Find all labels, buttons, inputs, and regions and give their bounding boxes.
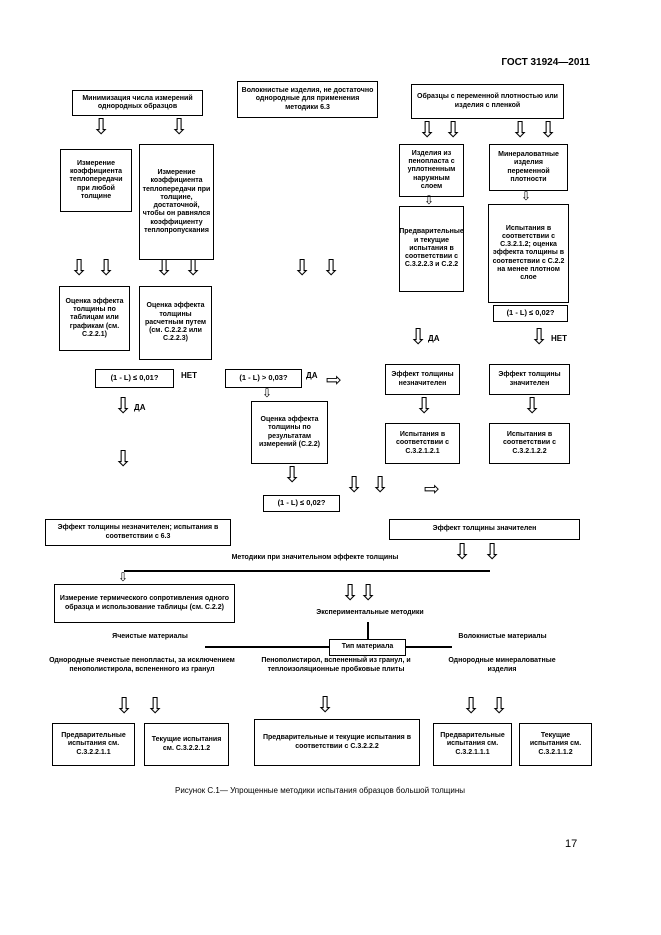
label-polystyrene-description: Пенополистирол, вспененный из гранул, и …: [261, 657, 411, 673]
node-eval-calc: Оценка эффекта толщины расчетным путем (…: [139, 286, 212, 360]
node-tests-32121: Испытания в соответствии с С.3.2.1.2.1: [385, 423, 460, 464]
node-eval-tables: Оценка эффекта толщины по таблицам или г…: [59, 286, 130, 351]
arrow-down-icon: [262, 387, 272, 399]
branch-label-yes: ДА: [428, 334, 440, 343]
node-pre-current-tests-32223: Предварительные и текущие испытания в со…: [399, 206, 464, 292]
arrow-down-icon: [341, 583, 359, 605]
connector-line: [124, 570, 490, 572]
arrow-down-icon: [114, 449, 132, 471]
arrow-down-icon: [418, 120, 436, 142]
branch-label-no: НЕТ: [551, 334, 567, 343]
arrow-down-icon: [114, 396, 132, 418]
arrow-down-icon: [453, 542, 471, 564]
node-fibrous-products: Волокнистые изделия, не достаточно однор…: [237, 81, 378, 118]
branch-label-yes: ДА: [306, 371, 318, 380]
label-experimental-methods: Экспериментальные методики: [316, 609, 424, 616]
arrow-down-icon: [118, 571, 128, 583]
connector-line: [406, 646, 452, 648]
node-effect-significant: Эффект толщины значителен: [489, 364, 570, 395]
arrow-down-icon: [322, 258, 340, 280]
arrow-down-icon: [483, 542, 501, 564]
branch-label-yes: ДА: [134, 403, 146, 412]
arrow-down-icon: [359, 583, 377, 605]
node-condition-001: (1 - L) ≤ 0,01?: [95, 369, 174, 388]
arrow-down-icon: [371, 475, 389, 497]
node-precurrent-tests-3222: Предварительные и текущие испытания в со…: [254, 719, 420, 766]
page-number: 17: [565, 838, 578, 850]
node-pre-tests-32111: Предварительные испытания см. С.3.2.1.1.…: [433, 723, 512, 766]
arrow-down-icon: [444, 120, 462, 142]
label-methods-significant: Методики при значительном эффекте толщин…: [231, 554, 399, 561]
label-cellular-materials: Ячеистые материалы: [112, 633, 188, 640]
node-measure-thermal-resistance: Измерение термического сопротивления одн…: [54, 584, 235, 623]
arrow-down-icon: [97, 258, 115, 280]
arrow-down-icon: [283, 465, 301, 487]
node-measure-sufficient-thickness: Измерение коэффициента теплопередачи при…: [139, 144, 214, 260]
arrow-down-icon: [539, 120, 557, 142]
label-fibrous-materials: Волокнистые материалы: [458, 633, 547, 640]
standard-reference: ГОСТ 31924—2011: [501, 57, 590, 68]
connector-line: [205, 646, 329, 648]
arrow-down-icon: [115, 696, 133, 718]
node-tests-3212: Испытания в соответствии с С.3.2.1.2; оц…: [488, 204, 569, 303]
node-condition-002-mid: (1 - L) ≤ 0,02?: [263, 495, 340, 512]
arrow-down-icon: [155, 258, 173, 280]
node-material-type: Тип материала: [329, 639, 406, 656]
arrow-down-icon: [293, 258, 311, 280]
arrow-down-icon: [92, 117, 110, 139]
arrow-right-icon: [326, 371, 342, 390]
label-mineral-description: Однородные минераловатные изделия: [448, 657, 556, 673]
arrow-down-icon: [316, 695, 334, 717]
node-insignificant-63: Эффект толщины незначителен; испытания в…: [45, 519, 231, 546]
arrow-down-icon: [184, 258, 202, 280]
node-mineral-wool-variable: Минераловатные изделия переменной плотно…: [489, 144, 568, 191]
arrow-down-icon: [490, 696, 508, 718]
node-pre-tests-32211: Предварительные испытания см. С.3.2.2.1.…: [52, 723, 135, 766]
arrow-down-icon: [462, 696, 480, 718]
arrow-down-icon: [521, 190, 531, 202]
connector-line: [367, 622, 369, 639]
arrow-down-icon: [415, 396, 433, 418]
node-foam-dense-layer: Изделия из пенопласта с уплотненным нару…: [399, 144, 464, 197]
arrow-down-icon: [530, 327, 548, 349]
arrow-down-icon: [409, 327, 427, 349]
node-tests-32122: Испытания в соответствии с С.3.2.1.2.2: [489, 423, 570, 464]
arrow-down-icon: [345, 475, 363, 497]
node-eval-measurements: Оценка эффекта толщины по результатам из…: [251, 401, 328, 464]
node-variable-density-samples: Образцы с переменной плотностью или изде…: [411, 84, 564, 119]
node-current-tests-32212: Текущие испытания см. С.3.2.2.1.2: [144, 723, 229, 766]
arrow-down-icon: [146, 696, 164, 718]
arrow-down-icon: [424, 194, 434, 206]
arrow-down-icon: [70, 258, 88, 280]
node-measure-any-thickness: Измерение коэффициента теплопередачи при…: [60, 149, 132, 212]
figure-caption: Рисунок С.1— Упрощенные методики испытан…: [175, 786, 465, 795]
node-effect-insignificant: Эффект толщины незначителен: [385, 364, 460, 395]
arrow-down-icon: [523, 396, 541, 418]
node-condition-002-right: (1 - L) ≤ 0,02?: [493, 305, 568, 322]
node-current-tests-32112: Текущие испытания см. С.3.2.1.1.2: [519, 723, 592, 766]
node-significant-final: Эффект толщины значителен: [389, 519, 580, 540]
node-minimize-measurements: Минимизация числа измерений однородных о…: [72, 90, 203, 116]
branch-label-no: НЕТ: [181, 371, 197, 380]
label-cellular-description: Однородные ячеистые пенопласты, за исклю…: [49, 657, 235, 673]
arrow-right-icon: [424, 480, 440, 499]
arrow-down-icon: [170, 117, 188, 139]
arrow-down-icon: [511, 120, 529, 142]
